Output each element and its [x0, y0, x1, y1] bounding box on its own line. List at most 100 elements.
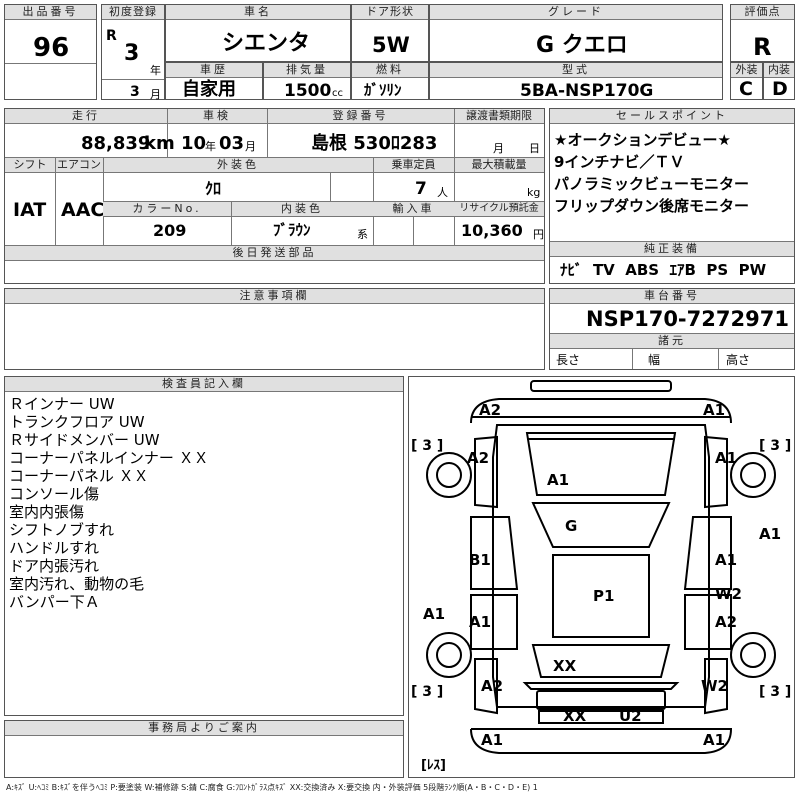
history-label: 車歴	[166, 63, 262, 78]
damage-mark: A1	[759, 525, 782, 543]
inspector-line: バンパー下Ａ	[9, 593, 100, 611]
damage-diagram: [ 3 ] [ 3 ] [ 3 ] [ 3 ] [ﾚｽ] A2 A1 A2 A1…	[408, 376, 795, 778]
ext-grade: C	[739, 78, 753, 100]
later-parts-label: 後日発送部品	[5, 246, 544, 261]
grade: G クエロ	[536, 33, 628, 58]
ac-label: エアコン	[55, 158, 103, 173]
damage-mark: A1	[547, 471, 570, 489]
sales-point: ★オークションデビュー★	[554, 131, 731, 149]
lot-number: 96	[33, 33, 70, 63]
inspector-line: ハンドルすれ	[9, 539, 100, 557]
office-box: 事務局よりご案内	[4, 720, 404, 778]
displacement: 1500	[284, 81, 332, 101]
first-reg-label: 初度登録	[102, 5, 164, 20]
doors: 5W	[372, 33, 410, 57]
load-label: 最大積載量	[454, 158, 544, 173]
damage-mark: B1	[469, 551, 491, 569]
damage-mark: A1	[469, 613, 492, 631]
score-label: 評価点	[731, 5, 794, 20]
inspector-line: 室内内張傷	[9, 503, 85, 521]
displacement-box: 排気量 1500 cc	[263, 62, 351, 100]
color-no: 209	[153, 221, 187, 240]
disp-label: 排気量	[264, 63, 350, 78]
notes-box: 注意事項欄	[4, 288, 545, 370]
damage-mark: U2	[619, 707, 642, 725]
reg-month: 3	[130, 84, 140, 100]
spare-tire: [ﾚｽ]	[421, 758, 446, 773]
model: 5BA-NSP170G	[520, 81, 654, 101]
interior-label: 内装色	[231, 202, 373, 217]
inspector-label: 検査員記入欄	[5, 377, 403, 392]
reg-year: 3	[124, 41, 140, 66]
damage-mark: A2	[467, 449, 490, 467]
car-name-box: 車名 シエンタ	[165, 4, 351, 62]
import-label: 輸入車	[373, 202, 454, 217]
damage-mark: A2	[715, 613, 738, 631]
damage-mark: XX	[553, 657, 577, 675]
plate-label: 登録番号	[267, 109, 454, 124]
damage-mark: A1	[715, 551, 738, 569]
model-box: 型式 5BA-NSP170G	[429, 62, 723, 100]
tire-tread-tl: [ 3 ]	[411, 438, 444, 454]
color-label: 外装色	[103, 158, 373, 173]
era: R	[106, 28, 117, 44]
tire-tread-bl: [ 3 ]	[411, 684, 444, 700]
length-label: 長さ	[556, 353, 581, 367]
color: ｸﾛ	[205, 179, 222, 198]
inspector-line: トランクフロア UW	[9, 413, 145, 431]
damage-mark: A1	[423, 605, 446, 623]
ac: AAC	[61, 199, 105, 221]
fuel: ｶﾞｿﾘﾝ	[364, 81, 402, 99]
first-registration-box: 初度登録 R 3 年 3 月	[101, 4, 165, 100]
sales-point: パノラミックビューモニター	[554, 175, 750, 193]
equipment-items: ﾅﾋﾞ TV ABS ｴｱB PS PW	[560, 261, 767, 279]
transfer-day: 日	[529, 142, 540, 155]
tire-tread-br: [ 3 ]	[759, 684, 792, 700]
mileage-unit: km	[144, 133, 175, 154]
int-grade: D	[772, 78, 788, 100]
history: 自家用	[182, 79, 236, 100]
transfer-label: 譲渡書類期限	[454, 109, 544, 124]
inspect-month-unit: 月	[245, 140, 256, 153]
recycle-label: リサイクル預託金	[454, 202, 544, 217]
grade-label: グレード	[430, 5, 722, 20]
disp-unit: cc	[332, 88, 343, 99]
damage-mark: W2	[715, 585, 742, 603]
int-grade-box: 内装 D	[763, 62, 795, 100]
inspector-box: 検査員記入欄 Ｒインナー UW トランクフロア UW Ｒサイドメンバー UW コ…	[4, 376, 404, 716]
inspector-notes: Ｒインナー UW トランクフロア UW Ｒサイドメンバー UW コーナーパネルイ…	[9, 395, 209, 611]
damage-mark: G	[565, 517, 578, 535]
damage-mark: A2	[481, 677, 504, 695]
recycle: 10,360	[461, 221, 523, 240]
shift-label: シフト	[5, 158, 55, 173]
inspect-year: 10	[181, 133, 207, 154]
ext-grade-box: 外装 C	[730, 62, 763, 100]
damage-mark: A1	[481, 731, 504, 749]
color-no-label: カラーNo.	[103, 202, 231, 217]
capacity-label: 乗車定員	[373, 158, 454, 173]
capacity-unit: 人	[437, 186, 448, 199]
sales-point: フリップダウン後席モニター	[554, 197, 750, 215]
damage-mark: A2	[479, 401, 502, 419]
chassis-box: 車台番号 NSP170-7272971 諸元 長さ 幅 高さ	[549, 288, 795, 370]
spec-label: 諸元	[550, 333, 794, 349]
vehicle-info-table: 走行 車検 登録番号 譲渡書類期限 88,839 km 10 年 03 月 島根…	[4, 108, 545, 284]
ext-label: 外装	[731, 63, 762, 78]
score: R	[753, 33, 772, 61]
sales-point: 9インチナビ／ＴＶ	[554, 153, 685, 171]
sales-points-box: セールスポイント ★オークションデビュー★ 9インチナビ／ＴＶ パノラミックビュ…	[549, 108, 795, 284]
doors-label: ドア形状	[352, 5, 428, 20]
inspector-line: コンソール傷	[9, 485, 100, 503]
damage-mark: P1	[593, 587, 615, 605]
inspector-line: 室内汚れ、動物の毛	[9, 575, 145, 593]
plate: 島根 530ﾛ283	[311, 133, 438, 154]
width-label: 幅	[648, 353, 661, 367]
office-label: 事務局よりご案内	[5, 721, 403, 736]
interior-suffix: 系	[357, 228, 368, 241]
inspect-month: 03	[219, 133, 245, 154]
chassis-label: 車台番号	[550, 289, 794, 304]
transfer-month: 月	[493, 142, 504, 155]
damage-mark: XX	[563, 707, 587, 725]
tire-tread-tr: [ 3 ]	[759, 438, 792, 454]
damage-mark: A1	[715, 449, 738, 467]
